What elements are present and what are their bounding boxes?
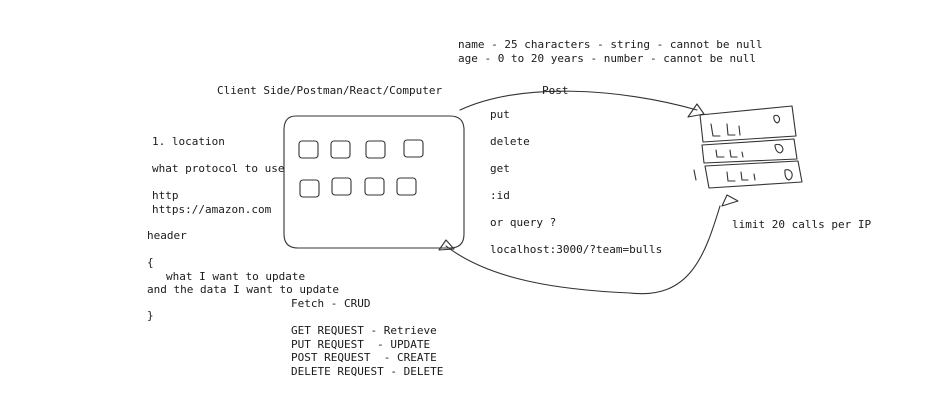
grid-cell [396, 177, 417, 196]
schema-name-rule: name - 25 characters - string - cannot b… [458, 38, 763, 51]
grid-cell [365, 140, 386, 159]
note-protocol: what protocol to use [152, 162, 285, 175]
note-brace-close: } [147, 309, 154, 322]
server-mark [774, 143, 784, 154]
request-arrow [459, 90, 698, 111]
server-mark [726, 171, 756, 182]
server-unit [701, 138, 798, 164]
crud-post: POST REQUEST - CREATE [291, 351, 437, 364]
server-unit [699, 105, 797, 143]
note-http: http [152, 189, 179, 202]
route-id: :id [490, 189, 510, 202]
example-url: localhost:3000/?team=bulls [490, 243, 663, 256]
method-get: get [490, 162, 510, 175]
server-tick [693, 169, 697, 181]
client-grid [298, 139, 424, 198]
schema-age-rule: age - 0 to 20 years - number - cannot be… [458, 52, 757, 65]
grid-cell [331, 177, 352, 196]
route-query: or query ? [490, 216, 557, 229]
response-arrowhead [438, 239, 455, 251]
note-brace-open: { [147, 256, 154, 269]
crud-put: PUT REQUEST - UPDATE [291, 338, 431, 351]
note-https: https://amazon.com [152, 203, 272, 216]
server-stack [693, 105, 803, 189]
crud-title: Fetch - CRUD [291, 297, 371, 310]
crud-get: GET REQUEST - Retrieve [291, 324, 437, 337]
note-update-data: and the data I want to update [147, 283, 340, 296]
note-update-what: what I want to update [166, 270, 306, 283]
server-mark [715, 149, 744, 158]
request-arrowhead [687, 103, 705, 118]
crud-delete: DELETE REQUEST - DELETE [291, 365, 444, 378]
grid-cell [403, 139, 424, 158]
note-header: header [147, 229, 187, 242]
grid-cell [298, 140, 319, 159]
response-arrow [445, 205, 721, 295]
grid-cell [330, 140, 351, 159]
server-mark [710, 123, 741, 137]
method-put: put [490, 108, 510, 121]
method-post: Post [542, 84, 569, 97]
method-delete: delete [490, 135, 530, 148]
server-rate-limit: limit 20 calls per IP [732, 218, 872, 231]
note-location: 1. location [152, 135, 225, 148]
grid-cell [299, 179, 320, 198]
server-mark [773, 114, 781, 124]
server-arrowhead [721, 194, 739, 207]
server-unit [704, 160, 803, 189]
client-box [283, 115, 465, 249]
server-mark [784, 169, 793, 181]
client-title: Client Side/Postman/React/Computer [217, 84, 443, 97]
grid-cell [364, 177, 385, 196]
